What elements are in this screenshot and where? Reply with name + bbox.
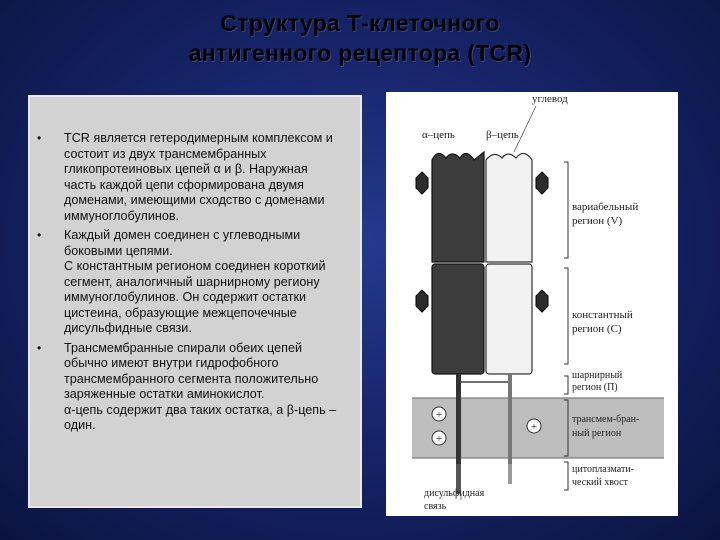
bullet-marker: •	[37, 340, 42, 355]
bullet-list: • TCR является гетеродимерным комплексом…	[30, 131, 360, 438]
bullet-paragraph: TCR является гетеродимерным комплексом и…	[64, 131, 333, 223]
positive-charge-icon	[431, 406, 447, 422]
label-transmembrane-region-2: ный регион	[572, 428, 622, 439]
alpha-constant-domain	[431, 263, 485, 375]
label-beta-chain: β–цепь	[486, 129, 519, 141]
carbohydrate-icon	[415, 289, 429, 313]
carbohydrate-leader-line	[513, 105, 537, 153]
tcr-diagram-svg: + + + углевод α–цепь β–цепь вариабельный…	[412, 93, 664, 512]
slide-title-line-1: Структура Т-клеточного	[220, 10, 500, 36]
plus-sign: +	[436, 433, 442, 445]
bullet-item-1: • TCR является гетеродимерным комплексом…	[30, 131, 360, 224]
beta-transmembrane-segment	[508, 374, 512, 464]
bullet-marker: •	[37, 228, 42, 242]
bullet-marker: •	[37, 131, 42, 145]
label-carbohydrate: углевод	[532, 93, 568, 105]
positive-charge-icon	[526, 418, 542, 434]
plus-sign: +	[436, 409, 442, 421]
bullet-paragraph: С константным регионом соединен короткий…	[64, 259, 326, 335]
beta-cytoplasmic-tail	[508, 464, 512, 484]
alpha-variable-domain	[431, 150, 485, 263]
cytoplasmic-tail-bracket	[564, 461, 569, 491]
beta-variable-domain	[485, 152, 533, 263]
carbohydrate-icon	[535, 171, 549, 195]
label-variable-region-2: регион (V)	[572, 215, 623, 227]
alpha-transmembrane-segment	[456, 374, 461, 464]
hinge-region-bracket	[564, 375, 569, 395]
alpha-cytoplasmic-tail	[456, 464, 461, 494]
beta-constant-domain	[485, 263, 533, 375]
constant-region-bracket	[564, 267, 569, 365]
label-disulfide-bond-1: дисульфидная	[424, 488, 485, 499]
variable-region-bracket	[564, 161, 569, 259]
bullet-paragraph: α-цепь содержит два таких остатка, а β-ц…	[64, 402, 337, 433]
label-variable-region-1: вариабельный	[572, 201, 638, 213]
bullet-item-2: • Каждый домен соединен с углеводными бо…	[30, 228, 360, 337]
bullet-paragraph: Каждый домен соединен с углеводными боко…	[64, 228, 301, 258]
plus-sign: +	[531, 421, 537, 433]
label-cytoplasmic-tail-2: ческий хвост	[572, 477, 629, 488]
label-hinge-region-2: регион (П)	[572, 382, 618, 393]
bullet-paragraph: Трансмембранные спирали обеих цепей обыч…	[64, 340, 319, 402]
label-constant-region-1: константный	[572, 309, 633, 321]
text-panel: • TCR является гетеродимерным комплексом…	[28, 95, 362, 508]
label-hinge-region-1: шарнирный	[572, 370, 623, 381]
slide-title: Структура Т-клеточного антигенного рецеп…	[40, 8, 680, 68]
bullet-item-3: • Трансмембранные спирали обеих цепей об…	[30, 341, 360, 434]
label-disulfide-bond-2: связь	[424, 501, 447, 512]
label-cytoplasmic-tail-1: цитоплазмати-	[572, 464, 634, 475]
transmembrane-region-bracket	[564, 399, 569, 457]
carbohydrate-icon	[415, 171, 429, 195]
label-transmembrane-region-1: трансмем-бран-	[572, 414, 639, 425]
label-alpha-chain: α–цепь	[422, 129, 455, 141]
positive-charge-icon	[431, 430, 447, 446]
slide-title-line-2: антигенного рецептора (TCR)	[188, 40, 532, 66]
tcr-diagram: + + + углевод α–цепь β–цепь вариабельный…	[386, 92, 678, 516]
label-constant-region-2: регион (С)	[572, 323, 622, 335]
carbohydrate-icon	[535, 289, 549, 313]
